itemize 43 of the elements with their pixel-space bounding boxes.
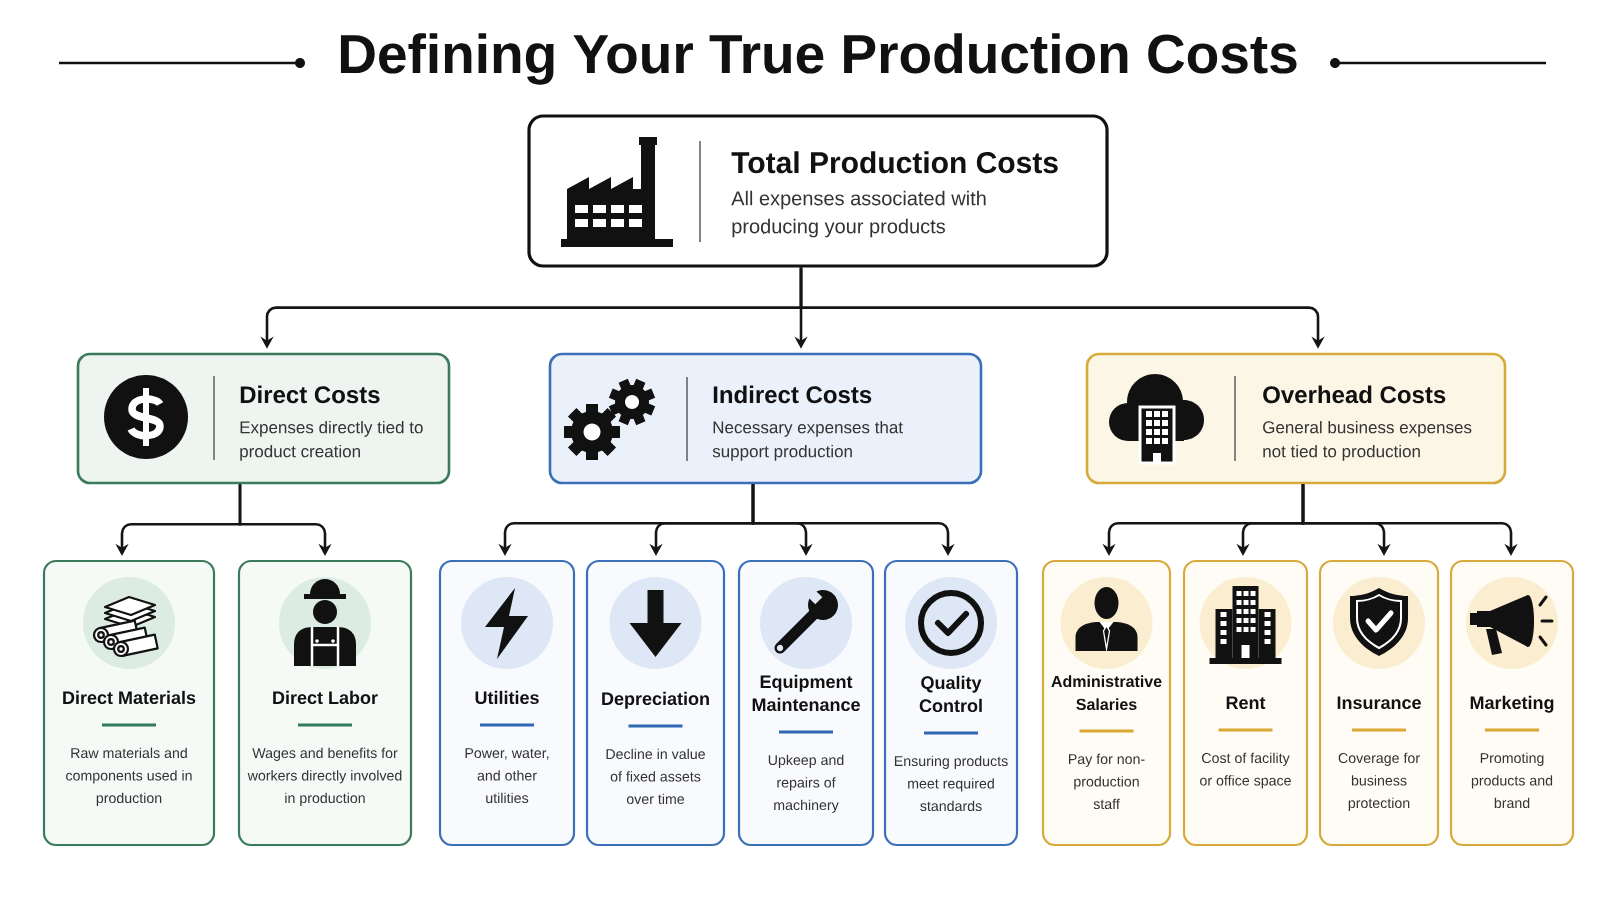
cost-card <box>737 559 875 847</box>
card-title: Rent <box>1226 696 1266 710</box>
category-box <box>76 352 451 485</box>
card-title: Insurance <box>1337 696 1421 710</box>
cost-card <box>1041 559 1172 847</box>
card-description: Raw materials and components used in production <box>66 747 192 806</box>
card-title: Direct Labor <box>273 690 378 705</box>
card-description: Ensuring products meet required standards <box>894 755 1008 812</box>
cost-card <box>237 559 413 847</box>
cost-card <box>42 559 216 847</box>
card-title: Equipment Maintenance <box>752 674 860 712</box>
cost-card <box>1182 559 1309 847</box>
category-box <box>1085 352 1507 485</box>
title: Defining Your True Production Costs <box>340 33 1297 85</box>
card-description: Pay for non-production staff <box>1069 753 1145 810</box>
card-description: Power, water, and other utilities <box>465 748 549 804</box>
cost-card <box>438 559 576 847</box>
category-box <box>548 352 983 485</box>
card-description: Coverage for business protection <box>1338 752 1420 811</box>
box-description: Expenses directly tied to product creation <box>240 420 423 461</box>
box-title: Total Production Costs <box>731 151 1058 174</box>
box-title: Direct Costs <box>240 385 380 404</box>
cost-card <box>1318 559 1440 847</box>
card-description: Wages and benefits for workers directly involved in production <box>247 747 402 806</box>
box-description: General business expenses not tied to production <box>1263 420 1472 461</box>
box-title: Indirect Costs <box>713 385 872 404</box>
box-description: All expenses associated with producing your products <box>731 190 986 238</box>
card-description: Decline in value of fixed assets over time <box>606 748 705 805</box>
cost-card <box>585 559 726 847</box>
card-title: Depreciation <box>602 691 709 709</box>
box-title: Overhead Costs <box>1263 385 1446 404</box>
card-description: Cost of facility or office space <box>1200 752 1291 789</box>
box-description: Necessary expenses that support production <box>712 420 903 461</box>
card-title: Direct Materials <box>63 690 196 705</box>
card-title: Administrative Salaries <box>1051 675 1162 711</box>
card-title: Utilities <box>475 690 539 705</box>
card-description: Promoting products and brand <box>1471 752 1553 809</box>
card-title: Marketing <box>1470 695 1554 713</box>
card-description: Upkeep and repairs of machinery <box>768 754 844 813</box>
cost-card <box>1449 559 1575 847</box>
card-title: Quality Control <box>919 675 982 713</box>
summary-box <box>527 114 1109 268</box>
cost-card <box>883 559 1019 847</box>
